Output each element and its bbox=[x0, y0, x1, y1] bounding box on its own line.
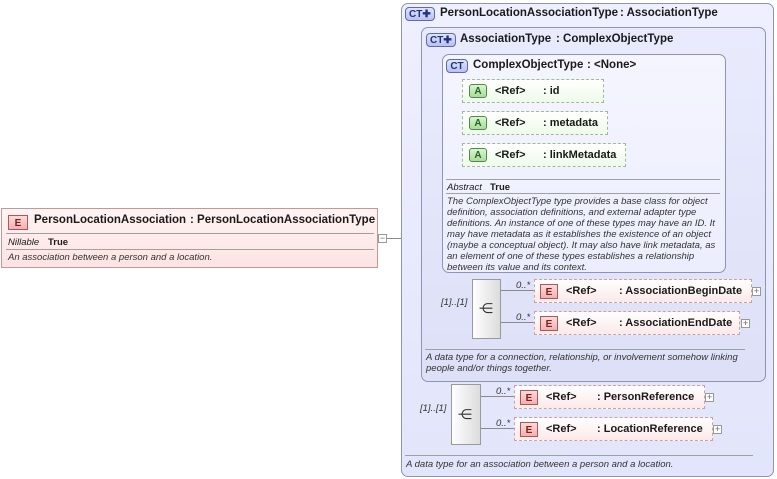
sequence-icon: ⋲ bbox=[458, 406, 472, 422]
outer-type-base: : AssociationType bbox=[620, 7, 718, 19]
element-person-reference[interactable]: E <Ref> : PersonReference bbox=[514, 385, 705, 409]
expand-toggle[interactable]: + bbox=[752, 286, 761, 296]
element-occurs: 0..* bbox=[516, 280, 531, 291]
divider bbox=[446, 179, 720, 180]
divider bbox=[425, 349, 745, 350]
divider bbox=[6, 233, 374, 234]
collapse-toggle[interactable]: − bbox=[378, 233, 387, 243]
element-ref: <Ref> bbox=[566, 317, 597, 329]
element-icon: E bbox=[520, 422, 538, 437]
attribute-id[interactable]: A <Ref> : id bbox=[462, 79, 604, 103]
element-name: : PersonReference bbox=[597, 391, 695, 403]
connector bbox=[501, 290, 534, 291]
mid-type-base: : ComplexObjectType bbox=[556, 33, 674, 45]
connector bbox=[481, 428, 514, 429]
element-name: : LocationReference bbox=[597, 423, 703, 435]
element-occurs: 0..* bbox=[496, 418, 511, 429]
root-element-name: PersonLocationAssociation bbox=[34, 214, 187, 226]
nillable-label: Nillable bbox=[8, 237, 40, 248]
attribute-name: : id bbox=[543, 85, 560, 97]
attribute-metadata[interactable]: A <Ref> : metadata bbox=[462, 111, 608, 135]
element-location-reference[interactable]: E <Ref> : LocationReference bbox=[514, 417, 713, 441]
attribute-icon: A bbox=[469, 116, 487, 130]
expand-toggle[interactable]: + bbox=[741, 318, 750, 328]
complex-type-icon: CT✚ bbox=[426, 33, 456, 47]
element-occurs: 0..* bbox=[496, 386, 511, 397]
abstract-label: Abstract bbox=[447, 182, 482, 193]
element-icon: E bbox=[540, 316, 558, 331]
outer-type-name: PersonLocationAssociationType bbox=[440, 7, 619, 19]
element-occurs: 0..* bbox=[516, 312, 531, 323]
attribute-icon: A bbox=[469, 84, 487, 98]
outer-type-description: A data type for an association between a… bbox=[406, 459, 674, 470]
attribute-ref: <Ref> bbox=[495, 149, 526, 161]
sequence-icon: ⋲ bbox=[479, 300, 493, 316]
connector bbox=[501, 322, 534, 323]
attribute-name: : linkMetadata bbox=[543, 149, 617, 161]
abstract-value: True bbox=[490, 182, 511, 193]
expand-toggle[interactable]: + bbox=[713, 424, 722, 434]
expand-toggle[interactable]: + bbox=[705, 392, 714, 402]
inner-type-base: : <None> bbox=[587, 59, 637, 71]
mid-type-description: A data type for a connection, relationsh… bbox=[426, 352, 738, 374]
element-association-end-date[interactable]: E <Ref> : AssociationEndDate bbox=[534, 311, 740, 335]
element-ref: <Ref> bbox=[546, 391, 577, 403]
root-description: An association between a person and a lo… bbox=[8, 252, 213, 263]
connector bbox=[481, 396, 514, 397]
attribute-ref: <Ref> bbox=[495, 117, 526, 129]
element-icon: E bbox=[8, 215, 28, 230]
element-icon: E bbox=[520, 390, 538, 405]
complex-type-icon: CT bbox=[446, 59, 468, 73]
inner-type-name: ComplexObjectType bbox=[473, 59, 584, 71]
root-element-type: : PersonLocationAssociationType bbox=[190, 214, 376, 226]
attribute-ref: <Ref> bbox=[495, 85, 526, 97]
divider bbox=[6, 249, 374, 250]
attribute-link-metadata[interactable]: A <Ref> : linkMetadata bbox=[462, 143, 626, 167]
element-association-begin-date[interactable]: E <Ref> : AssociationBeginDate bbox=[534, 279, 752, 303]
sequence-occurs: [1]..[1] bbox=[441, 297, 468, 308]
complex-type-icon: CT✚ bbox=[405, 7, 435, 21]
nillable-value: True bbox=[48, 237, 69, 248]
sequence-compositor[interactable]: ⋲ bbox=[451, 384, 481, 445]
element-ref: <Ref> bbox=[566, 285, 597, 297]
connector-root-to-type bbox=[386, 238, 410, 239]
attribute-icon: A bbox=[469, 148, 487, 162]
divider bbox=[405, 455, 753, 456]
sequence-occurs: [1]..[1] bbox=[420, 403, 447, 414]
sequence-compositor[interactable]: ⋲ bbox=[472, 279, 501, 339]
attribute-name: : metadata bbox=[543, 117, 599, 129]
element-ref: <Ref> bbox=[546, 423, 577, 435]
mid-type-name: AssociationType bbox=[460, 33, 552, 45]
root-element-box[interactable]: E PersonLocationAssociation : PersonLoca… bbox=[1, 208, 378, 268]
divider bbox=[446, 193, 720, 194]
inner-type-description: The ComplexObjectType type provides a ba… bbox=[447, 196, 716, 273]
element-name: : AssociationEndDate bbox=[619, 317, 733, 329]
element-name: : AssociationBeginDate bbox=[619, 285, 743, 297]
element-icon: E bbox=[540, 284, 558, 299]
